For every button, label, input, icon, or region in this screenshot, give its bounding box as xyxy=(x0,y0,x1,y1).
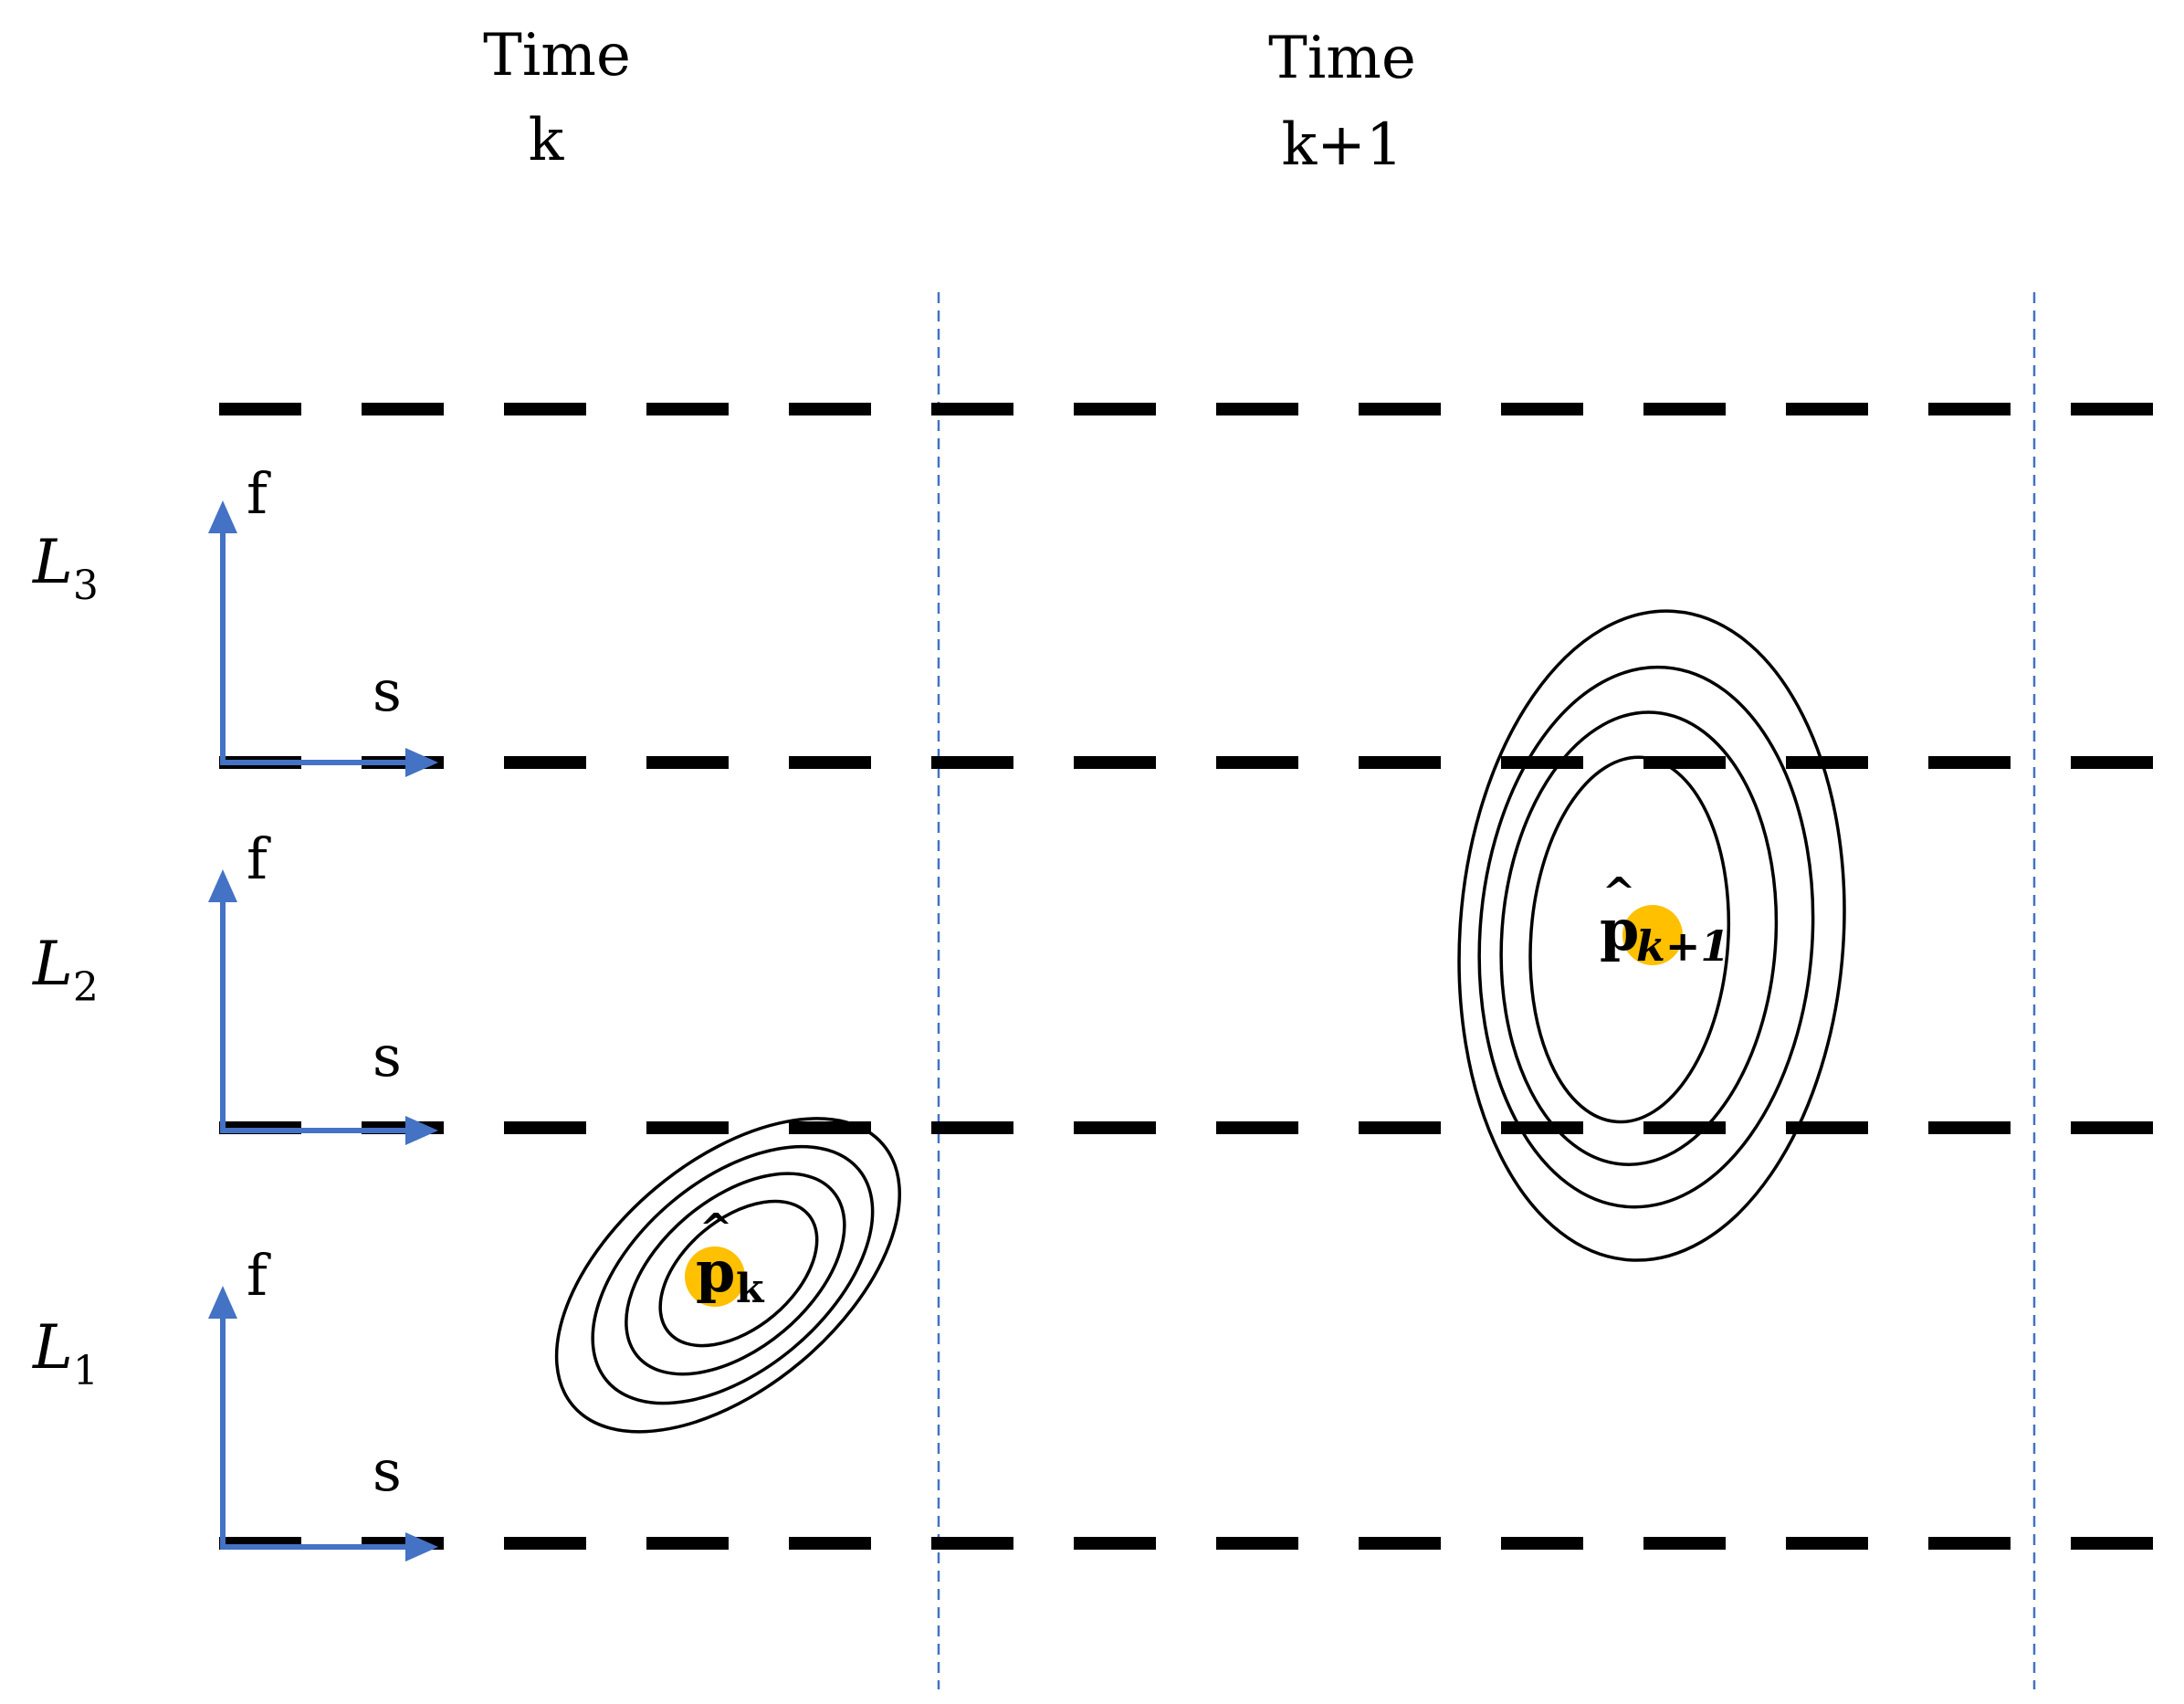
contour-k1-4 xyxy=(1457,609,1846,1262)
lane-l2-s-arrowhead xyxy=(405,1116,438,1145)
contour-k1-1 xyxy=(1528,755,1731,1124)
lane-l1-s-axis-label: s xyxy=(373,1437,402,1504)
estimate-p-k1-symbol: p xyxy=(1600,897,1639,963)
time-header-k1-line1: Time xyxy=(1268,25,1416,92)
lane-l1-axes xyxy=(208,1286,438,1562)
lane-l1: L1 f s xyxy=(32,1242,438,1562)
estimate-p-k-plus-1: ^ p k+1 xyxy=(1600,869,1729,971)
contour-k-1 xyxy=(658,1199,819,1348)
time-header-k1-line2: k+1 xyxy=(1281,111,1402,179)
lane-l3-s-arrowhead xyxy=(405,748,438,777)
estimate-p-k1-hat: ^ xyxy=(1602,869,1636,916)
contour-k-4 xyxy=(554,1117,901,1434)
lane-l3: L3 f s xyxy=(32,460,438,777)
estimate-p-k-symbol: p xyxy=(696,1238,735,1305)
lane-l2-label: L2 xyxy=(32,929,99,1011)
estimate-p-k-subscript: k xyxy=(736,1266,765,1312)
lane-l1-label: L1 xyxy=(32,1312,99,1394)
time-header-k-line2: k xyxy=(529,107,565,174)
lane-l2-f-axis-label: f xyxy=(247,826,271,892)
estimate-p-k1-subscript: k+1 xyxy=(1636,921,1729,971)
estimate-p-k: ^ p k xyxy=(685,1205,765,1312)
time-header-k: Time k xyxy=(483,22,631,174)
lane-l3-axes xyxy=(208,500,438,777)
lane-boundaries xyxy=(219,403,2164,1550)
lane-l3-s-axis-label: s xyxy=(373,657,402,724)
lane-l1-s-arrowhead xyxy=(405,1532,438,1562)
lane-l2-s-axis-label: s xyxy=(373,1023,402,1089)
lane-l3-label: L3 xyxy=(32,527,99,609)
uncertainty-contours-k xyxy=(554,1117,901,1434)
lane-l1-f-arrowhead xyxy=(208,1286,237,1319)
time-header-k-plus-1: Time k+1 xyxy=(1268,25,1416,179)
lane-l3-f-axis-label: f xyxy=(247,460,271,527)
lane-l2: L2 f s xyxy=(32,826,438,1145)
estimate-p-k-dot xyxy=(685,1246,745,1307)
lane-l2-axes xyxy=(208,869,438,1145)
contour-k-2 xyxy=(625,1172,846,1376)
lane-l1-f-axis-label: f xyxy=(247,1242,271,1309)
lane-l2-f-arrowhead xyxy=(208,869,237,902)
time-dividers xyxy=(937,292,2036,1689)
lane-l3-f-arrowhead xyxy=(208,500,237,533)
contour-k-3 xyxy=(591,1144,875,1405)
estimate-p-k-hat: ^ xyxy=(699,1205,733,1252)
estimate-p-k1-dot xyxy=(1622,905,1683,965)
time-header-k-line1: Time xyxy=(483,22,631,89)
contour-k1-3 xyxy=(1477,665,1815,1209)
